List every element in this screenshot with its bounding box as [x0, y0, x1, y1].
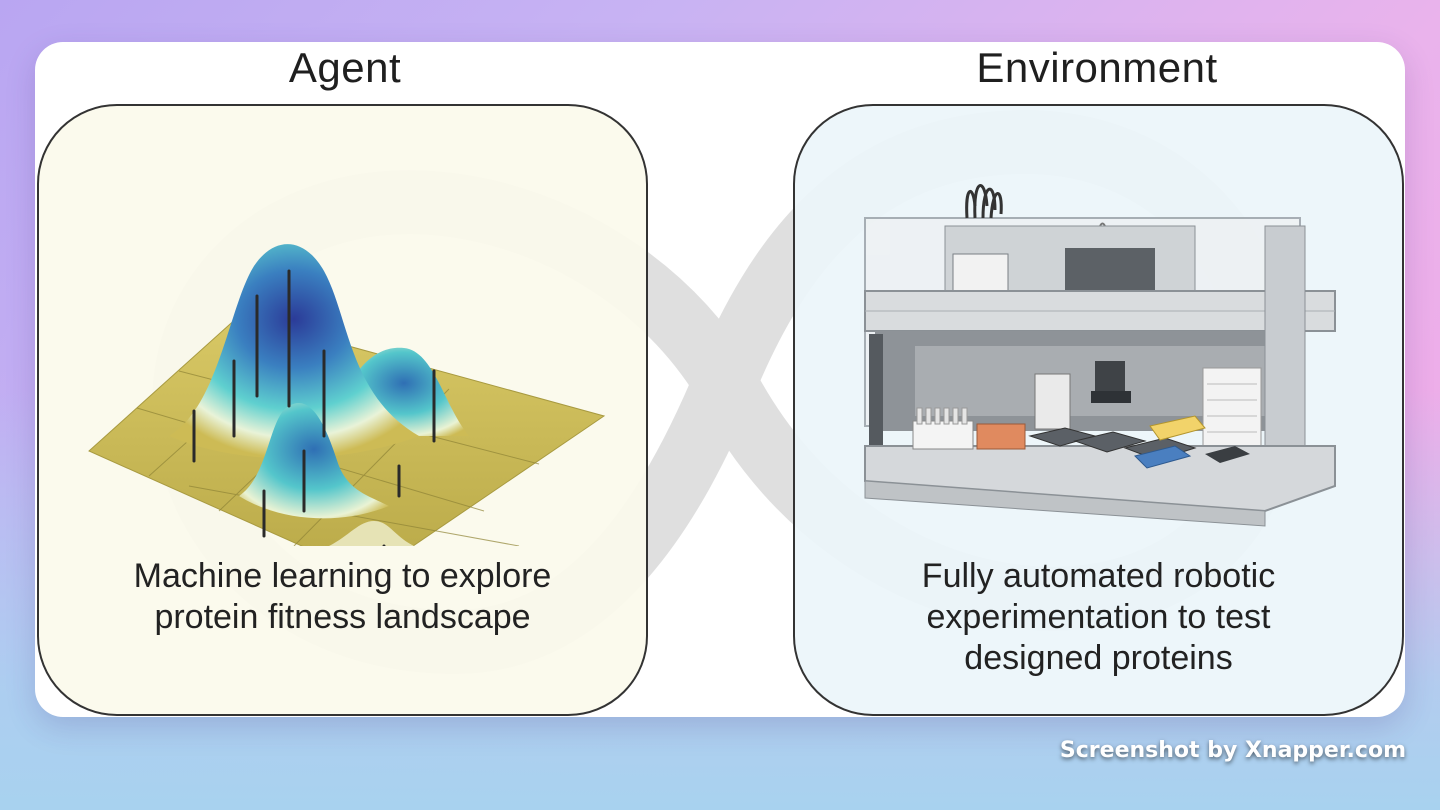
screenshot-credit: Screenshot by Xnapper.com	[1059, 738, 1406, 763]
agent-caption-line: protein fitness landscape	[154, 598, 531, 636]
agent-title: Agent	[288, 44, 402, 91]
agent-panel: Machine learning to explore protein fitn…	[37, 104, 648, 716]
slide-card: Agent Environment	[35, 42, 1405, 717]
environment-caption-line: Fully automated robotic	[921, 557, 1276, 595]
environment-caption-line: experimentation to test	[926, 598, 1271, 636]
environment-caption-line: designed proteins	[964, 639, 1233, 677]
fitness-landscape-illustration	[88, 244, 606, 546]
agent-caption-line: Machine learning to explore	[133, 557, 552, 595]
environment-panel: Fully automated robotic experimentation …	[793, 104, 1404, 716]
lab-robot-illustration	[864, 184, 1336, 527]
environment-title: Environment	[976, 44, 1218, 91]
environment-caption: Fully automated robotic experimentation …	[795, 556, 1402, 679]
agent-caption: Machine learning to explore protein fitn…	[39, 556, 646, 638]
